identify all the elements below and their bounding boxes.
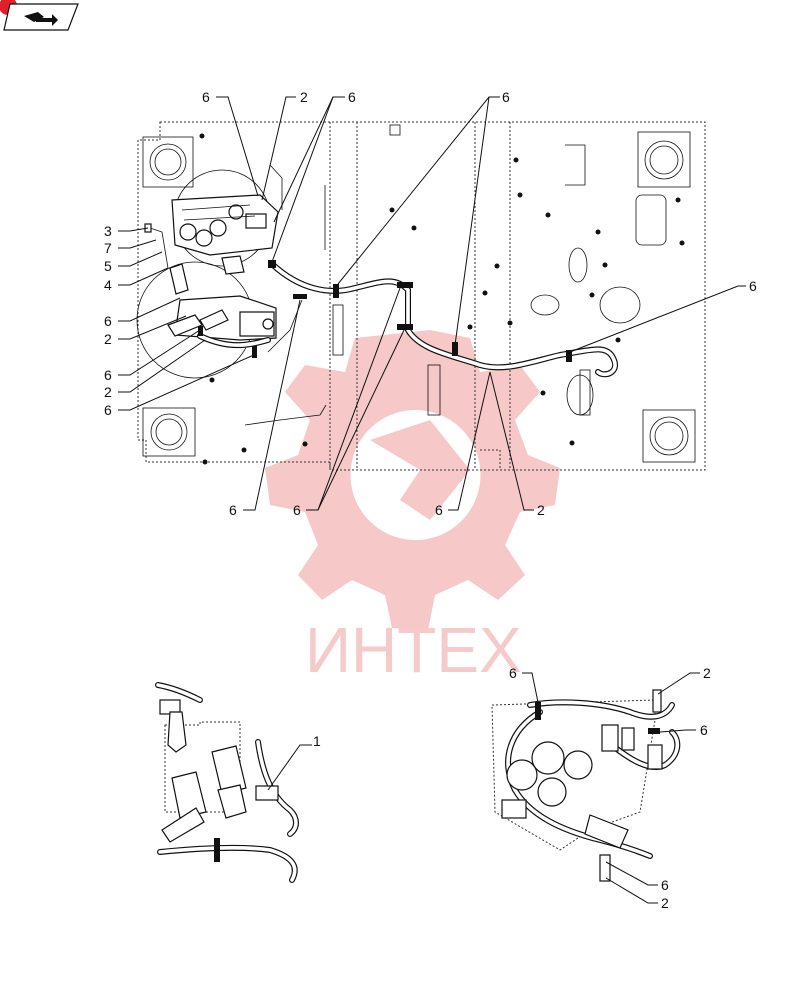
callout-label: 4	[104, 277, 112, 293]
watermark: ИНТЕХ	[265, 330, 560, 686]
callout-label: 3	[104, 223, 112, 239]
mount-pad	[142, 407, 196, 457]
callout-label: 6	[502, 89, 510, 105]
mount-pad	[642, 409, 696, 463]
callout-label: 6	[229, 502, 237, 518]
bolt-holes	[197, 133, 685, 465]
callout-label: 6	[749, 278, 757, 294]
callout-label: 6	[104, 313, 112, 329]
callout-label: 7	[104, 240, 112, 256]
callout-label: 2	[537, 502, 545, 518]
callout-label: 6	[104, 402, 112, 418]
callout-label: 6	[104, 367, 112, 383]
book-arrow-icon	[24, 12, 58, 26]
callout-label: 6	[661, 877, 669, 893]
callout-label: 2	[703, 665, 711, 681]
mount-pad	[142, 136, 194, 188]
main-leader-lines	[118, 96, 746, 511]
detail-left: 1	[155, 682, 321, 883]
callout-label: 2	[104, 331, 112, 347]
watermark-gear-icon	[265, 330, 560, 630]
main-callouts: 6 2 6 6 3 7 5 4 6 2 6 2 6 6 6 6 2 6	[104, 89, 757, 518]
callout-label: 6	[435, 502, 443, 518]
callout-label: 2	[661, 895, 669, 911]
callout-label: 5	[104, 258, 112, 274]
detail-right: 6 2 6 6 2	[491, 665, 711, 911]
lower-valve-block	[167, 295, 277, 341]
callout-label: 6	[509, 665, 517, 681]
mount-pad	[637, 131, 691, 188]
callout-label: 6	[293, 502, 301, 518]
callout-label: 2	[104, 384, 112, 400]
callout-label: 1	[313, 733, 321, 749]
main-assembly	[136, 121, 706, 471]
hose-clamps	[198, 260, 572, 362]
watermark-text: ИНТЕХ	[305, 614, 522, 686]
callout-label: 6	[202, 89, 210, 105]
callout-label: 6	[700, 722, 708, 738]
callout-label: 6	[348, 89, 356, 105]
upper-valve-block	[171, 194, 279, 256]
nav-badge[interactable]	[0, 0, 79, 31]
callout-label: 2	[300, 89, 308, 105]
